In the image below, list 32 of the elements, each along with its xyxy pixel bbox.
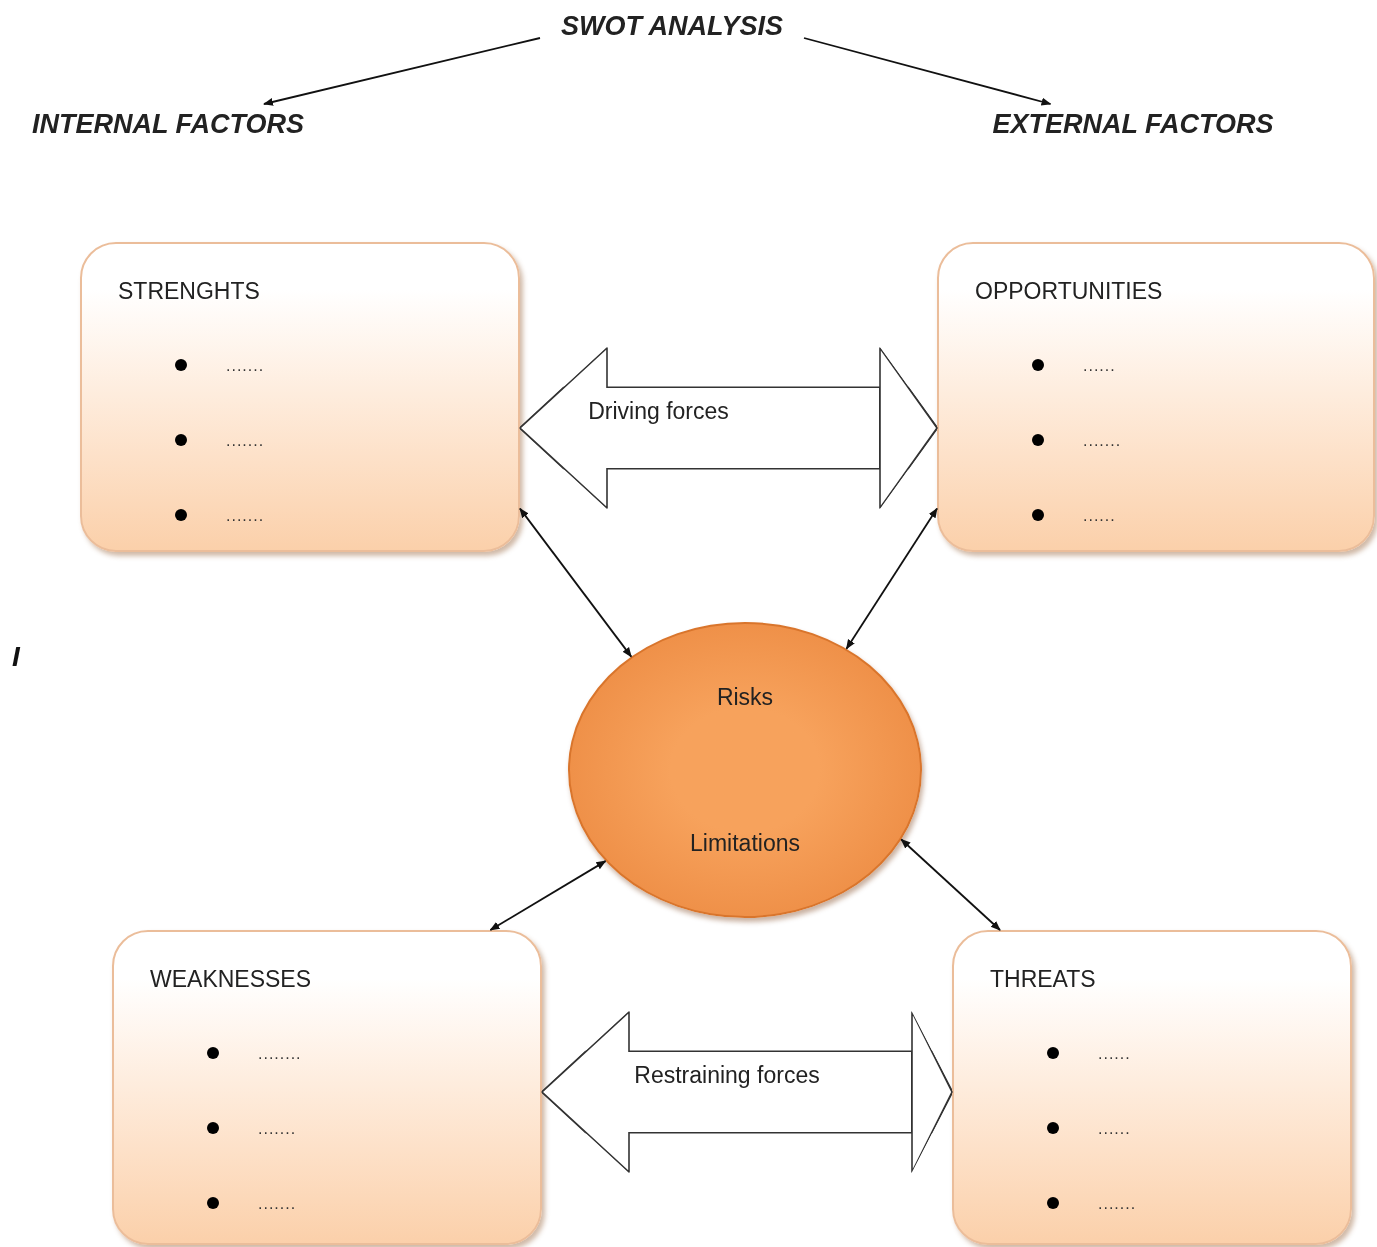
placeholder-dots: ....... — [1083, 431, 1122, 451]
placeholder-dots: ...... — [1098, 1044, 1131, 1064]
box-heading: THREATS — [990, 965, 1096, 994]
ellipse-text: Risks — [716, 683, 774, 712]
heading-text: SWOT ANALYSIS — [540, 6, 804, 46]
rounded-box — [937, 242, 1375, 552]
placeholder-dots: ....... — [226, 356, 265, 376]
arrow — [845, 507, 938, 650]
heading-text: EXTERNAL FACTORS — [968, 104, 1298, 144]
rounded-box — [952, 930, 1352, 1245]
stray-letter: I — [12, 640, 20, 674]
placeholder-dots: ....... — [226, 431, 265, 451]
box-heading: STRENGHTS — [118, 277, 260, 306]
placeholder-dots: ...... — [1083, 506, 1116, 526]
placeholder-dots: ....... — [1098, 1194, 1137, 1214]
placeholder-dots: ...... — [1083, 356, 1116, 376]
ellipse-text: Limitations — [690, 828, 800, 858]
box-heading: OPPORTUNITIES — [975, 277, 1163, 306]
arrow — [803, 37, 1052, 106]
rounded-box — [112, 930, 542, 1245]
placeholder-dots: ....... — [258, 1119, 297, 1139]
placeholder-dots: ........ — [258, 1044, 302, 1064]
arrow — [519, 507, 633, 658]
box-heading: WEAKNESSES — [150, 965, 312, 994]
placeholder-dots: ....... — [258, 1194, 297, 1214]
heading-text: INTERNAL FACTORS — [8, 104, 328, 144]
arrow — [263, 37, 541, 106]
arrow — [900, 838, 1001, 931]
placeholder-dots: ....... — [226, 506, 265, 526]
rounded-box — [80, 242, 520, 552]
arrow — [489, 860, 607, 931]
placeholder-dots: ...... — [1098, 1119, 1131, 1139]
